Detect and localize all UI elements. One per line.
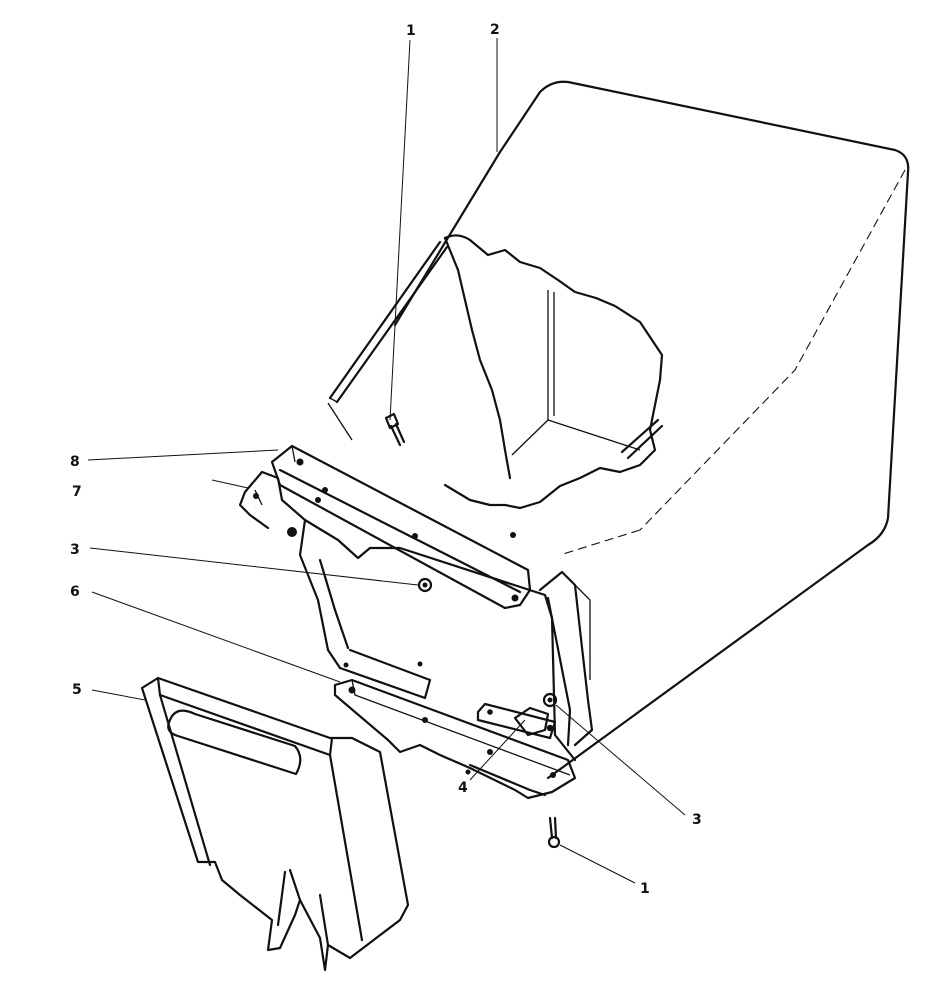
- nut-upper: [417, 577, 433, 593]
- leader-1-top: [389, 39, 411, 421]
- callout-6: 6: [70, 584, 80, 600]
- callout-5: 5: [72, 682, 82, 698]
- callout-4: 4: [458, 780, 468, 796]
- leader-3-upper: [89, 547, 419, 586]
- bolt-lower: [547, 816, 561, 849]
- callout-3-upper: 3: [70, 542, 80, 558]
- leader-7: [211, 479, 249, 489]
- callout-8: 8: [70, 454, 80, 470]
- leader-6: [91, 591, 341, 683]
- callout-7: 7: [72, 484, 82, 500]
- leader-1-bottom: [559, 844, 636, 884]
- bolt-upper: [384, 412, 406, 447]
- callout-labels: 1 2 8 7 3 6 5 4 3 1: [70, 22, 702, 897]
- callout-1-top: 1: [406, 23, 416, 39]
- hinge: [476, 702, 557, 740]
- callout-3-lower: 3: [692, 812, 702, 828]
- nut-lower: [542, 692, 558, 708]
- callout-2: 2: [490, 22, 500, 38]
- frame-assembly: [238, 470, 594, 762]
- callout-1-bottom: 1: [640, 881, 650, 897]
- leader-3-lower: [555, 704, 686, 816]
- lower-plate: [333, 678, 577, 800]
- leader-4: [469, 719, 526, 781]
- chute-cover: [140, 676, 410, 972]
- catcher-bag: [327, 80, 910, 780]
- upper-bracket: [270, 444, 532, 610]
- leader-8: [87, 449, 279, 461]
- leader-5: [91, 689, 146, 701]
- leader-lines: [87, 38, 686, 884]
